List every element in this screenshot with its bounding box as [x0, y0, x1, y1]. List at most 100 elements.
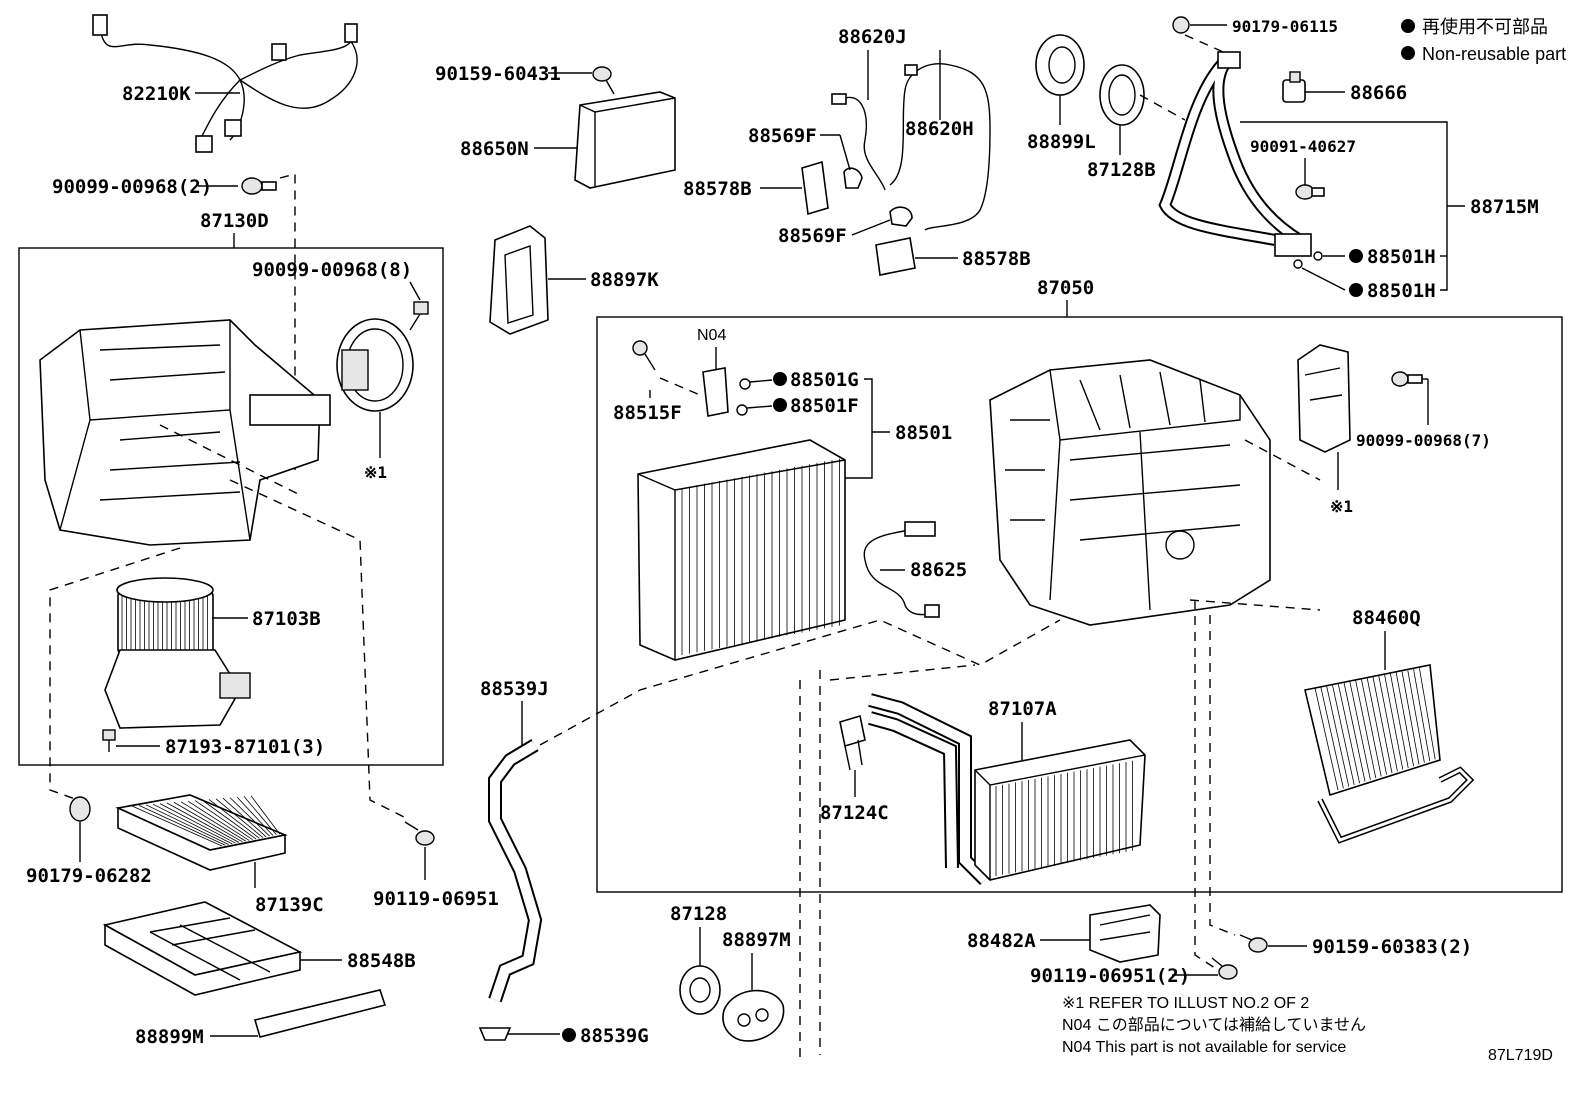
- diagram-id: 87L719D: [1488, 1047, 1553, 1064]
- ac-tube-drawing: [1158, 51, 1312, 257]
- label-ref1-left: ※1: [364, 463, 387, 482]
- drain-hose-drawing: [488, 738, 543, 1003]
- control-module-drawing: [574, 91, 676, 189]
- label-88569F-top[interactable]: 88569F: [748, 125, 817, 147]
- note-n04-jp: N04 この部品については補給していません: [1062, 1016, 1366, 1034]
- grommet-drawing: [1035, 34, 1085, 96]
- label-88897M[interactable]: 88897M: [722, 929, 791, 951]
- label-ref1-right: ※1: [1330, 497, 1353, 516]
- label-88569F-bottom[interactable]: 88569F: [778, 225, 847, 247]
- clip-icon: [1172, 16, 1190, 34]
- non-reusable-dot-icon: [773, 398, 787, 412]
- filter-tray-drawing: [102, 901, 303, 996]
- label-88501F[interactable]: 88501F: [790, 395, 859, 417]
- label-88578B-left[interactable]: 88578B: [683, 178, 752, 200]
- label-82210K[interactable]: 82210K: [122, 83, 191, 105]
- bolt-icon: [1295, 184, 1325, 200]
- grommet-icon: [478, 1027, 512, 1041]
- label-88539J[interactable]: 88539J: [480, 678, 549, 700]
- label-88515F[interactable]: 88515F: [613, 402, 682, 424]
- label-90159-60383-2[interactable]: 90159-60383(2): [1312, 936, 1472, 958]
- label-n04: N04: [697, 327, 726, 344]
- blower-motor-drawing: [104, 577, 251, 729]
- wire-harness-drawing: [92, 14, 358, 153]
- air-filter-drawing: [115, 794, 288, 871]
- label-88482A[interactable]: 88482A: [967, 930, 1036, 952]
- label-88460Q[interactable]: 88460Q: [1352, 607, 1421, 629]
- label-88501H-a[interactable]: 88501H: [1367, 246, 1436, 268]
- label-87139C[interactable]: 87139C: [255, 894, 324, 916]
- pressure-switch-drawing: [1282, 71, 1306, 103]
- legend-en: Non-reusable part: [1422, 44, 1566, 64]
- rear-heater-core-drawing: [1304, 664, 1475, 844]
- bolt-icon: [1211, 957, 1238, 980]
- label-88666[interactable]: 88666: [1350, 82, 1407, 104]
- label-90119-06951-2[interactable]: 90119-06951(2): [1030, 965, 1190, 987]
- label-90099-00968-2[interactable]: 90099-00968(2): [52, 176, 212, 198]
- label-87130D[interactable]: 87130D: [200, 210, 269, 232]
- label-90091-40627[interactable]: 90091-40627: [1250, 137, 1356, 156]
- label-88501H-b[interactable]: 88501H: [1367, 280, 1436, 302]
- label-88650N[interactable]: 88650N: [460, 138, 529, 160]
- label-88897K[interactable]: 88897K: [590, 269, 659, 291]
- note-refer-illust: ※1 REFER TO ILLUST NO.2 OF 2: [1062, 995, 1309, 1012]
- pipe-grommet-drawing: [722, 989, 785, 1042]
- non-reusable-dot-icon: [1349, 283, 1363, 297]
- grommet-drawing: [679, 965, 721, 1015]
- non-reusable-dot-icon: [1401, 46, 1415, 60]
- duct-seal-drawing: [489, 225, 549, 335]
- heater-core-drawing: [974, 739, 1146, 881]
- screw-icon: [592, 66, 615, 95]
- label-88501[interactable]: 88501: [895, 422, 952, 444]
- sensor-wire-drawing: [831, 63, 991, 231]
- servo-motor-drawing: [1297, 344, 1351, 453]
- sensor-cover-drawing: [875, 237, 916, 276]
- label-88715M[interactable]: 88715M: [1470, 196, 1539, 218]
- label-88539G[interactable]: 88539G: [580, 1025, 649, 1047]
- clip-icon: [889, 206, 913, 227]
- label-87107A[interactable]: 87107A: [988, 698, 1057, 720]
- expansion-valve-drawing: [702, 367, 729, 417]
- legend-jp: 再使用不可部品: [1422, 17, 1548, 37]
- non-reusable-dot-icon: [1349, 249, 1363, 263]
- label-90119-06951[interactable]: 90119-06951: [373, 888, 499, 910]
- label-90159-60431[interactable]: 90159-60431: [435, 63, 561, 85]
- clip-icon: [69, 796, 91, 822]
- evaporator-drawing: [637, 439, 846, 661]
- label-87124C[interactable]: 87124C: [820, 802, 889, 824]
- screw-icon: [409, 301, 429, 331]
- label-87128[interactable]: 87128: [670, 903, 727, 925]
- heater-pipe-drawing: [868, 693, 990, 885]
- heater-unit-case-drawing: [989, 359, 1271, 626]
- screw-icon: [102, 729, 116, 752]
- label-87050[interactable]: 87050: [1037, 277, 1094, 299]
- non-reusable-dot-icon: [773, 372, 787, 386]
- label-90099-00968-8[interactable]: 90099-00968(8): [252, 259, 412, 281]
- blower-case-drawing: [39, 319, 331, 546]
- label-90099-00968-7[interactable]: 90099-00968(7): [1356, 431, 1491, 450]
- label-88501G[interactable]: 88501G: [790, 369, 859, 391]
- bolt-icon: [1391, 371, 1423, 387]
- label-88899L[interactable]: 88899L: [1027, 131, 1096, 153]
- temperature-sensor-drawing: [863, 521, 940, 618]
- label-90179-06115[interactable]: 90179-06115: [1232, 17, 1338, 36]
- blower-assembly-frame: [18, 247, 444, 766]
- heater-unit-frame: [596, 316, 1563, 893]
- clip-icon: [843, 167, 863, 189]
- label-87193-87101-3[interactable]: 87193-87101(3): [165, 736, 325, 758]
- label-88625[interactable]: 88625: [910, 559, 967, 581]
- label-87103B[interactable]: 87103B: [252, 608, 321, 630]
- label-88620J[interactable]: 88620J: [838, 26, 907, 48]
- seal-ring-drawing: [1099, 64, 1145, 126]
- bolt-icon: [241, 177, 277, 195]
- seal-strip-drawing: [253, 989, 387, 1038]
- label-90179-06282[interactable]: 90179-06282: [26, 865, 152, 887]
- bolt-icon: [404, 821, 435, 846]
- label-87128B[interactable]: 87128B: [1087, 159, 1156, 181]
- label-88548B[interactable]: 88548B: [347, 950, 416, 972]
- label-88899M[interactable]: 88899M: [135, 1026, 204, 1048]
- pipe-clamp-drawing: [839, 714, 866, 771]
- label-88578B-right[interactable]: 88578B: [962, 248, 1031, 270]
- label-88620H[interactable]: 88620H: [905, 118, 974, 140]
